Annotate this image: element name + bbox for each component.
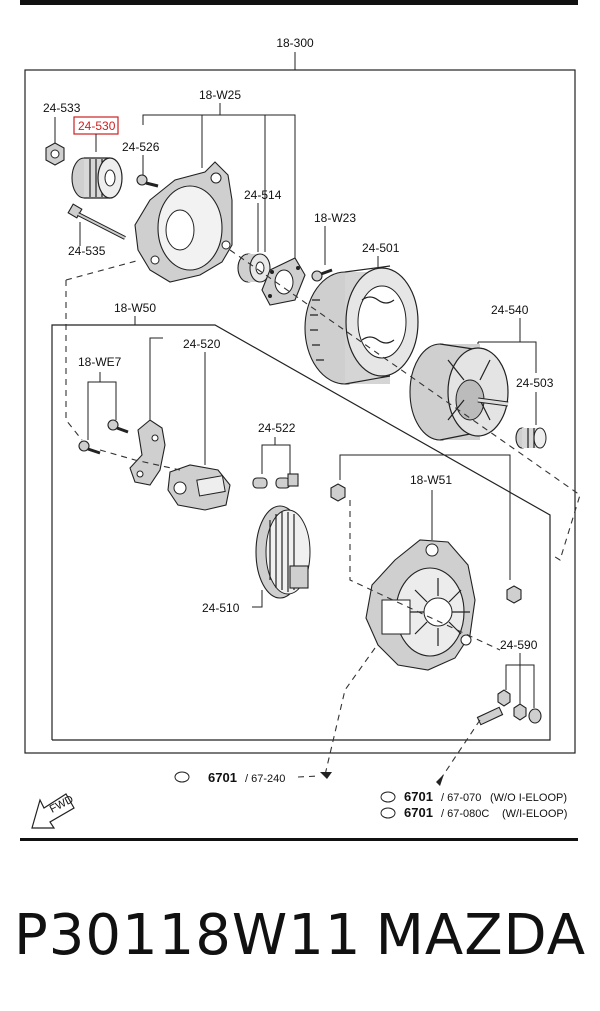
ref-6701-67-240[interactable]: 6701 / 67-240 bbox=[174, 770, 285, 785]
part-front-housing[interactable] bbox=[134, 161, 233, 283]
label-18-we7[interactable]: 18-WE7 bbox=[78, 355, 122, 369]
ref-6701-67-080c[interactable]: 6701 / 67-080C (W/I-ELOOP) bbox=[380, 805, 567, 820]
part-screw-18-we7-a[interactable] bbox=[107, 419, 129, 434]
ref-6701-67-070[interactable]: 6701 / 67-070 (W/O I-ELOOP) bbox=[380, 789, 567, 804]
svg-text:/ 67-080C: / 67-080C bbox=[441, 808, 489, 820]
part-terminal-24-590[interactable] bbox=[476, 689, 542, 726]
svg-text:(W/I-ELOOP): (W/I-ELOOP) bbox=[502, 808, 567, 820]
label-18-300[interactable]: 18-300 bbox=[276, 36, 314, 50]
svg-text:6701: 6701 bbox=[404, 805, 433, 820]
label-18-w25[interactable]: 18-W25 bbox=[199, 88, 241, 102]
label-24-510[interactable]: 24-510 bbox=[202, 601, 240, 615]
part-nut-18-w51-a[interactable] bbox=[330, 483, 346, 502]
fwd-arrow-icon: FWD bbox=[31, 793, 76, 829]
label-18-w50[interactable]: 18-W50 bbox=[114, 301, 156, 315]
label-18-w23[interactable]: 18-W23 bbox=[314, 211, 356, 225]
part-rear-housing[interactable] bbox=[365, 539, 476, 671]
label-24-540[interactable]: 24-540 bbox=[491, 303, 529, 317]
label-24-533[interactable]: 24-533 bbox=[43, 101, 81, 115]
bottom-rule bbox=[20, 838, 578, 841]
svg-text:6701: 6701 bbox=[404, 789, 433, 804]
label-24-530[interactable]: 24-530 bbox=[78, 119, 116, 133]
part-brushes-24-522[interactable] bbox=[252, 473, 299, 489]
part-screw-24-526[interactable] bbox=[136, 174, 159, 188]
svg-text:(W/O I-ELOOP): (W/O I-ELOOP) bbox=[490, 792, 567, 804]
part-rotor-24-540[interactable] bbox=[409, 343, 509, 441]
part-bearing-24-503[interactable] bbox=[515, 427, 547, 449]
dashed-ref-lower bbox=[349, 500, 501, 651]
part-pulley-24-530[interactable] bbox=[71, 157, 123, 199]
part-bolt-24-535[interactable] bbox=[67, 203, 126, 240]
caption-bar: P30118W11 MAZDA bbox=[0, 890, 600, 980]
label-24-526[interactable]: 24-526 bbox=[122, 140, 160, 154]
part-bearing-24-514[interactable] bbox=[237, 253, 271, 283]
label-24-501[interactable]: 24-501 bbox=[362, 241, 400, 255]
part-regulator-bracket[interactable] bbox=[129, 419, 166, 486]
dashed-ref-left bbox=[65, 280, 83, 441]
part-brush-holder-24-520[interactable] bbox=[167, 464, 231, 511]
part-retainer-plate[interactable] bbox=[261, 257, 306, 306]
part-screw-18-w23[interactable] bbox=[311, 268, 333, 282]
label-24-520[interactable]: 24-520 bbox=[183, 337, 221, 351]
label-18-w51[interactable]: 18-W51 bbox=[410, 473, 452, 487]
assembly-frame bbox=[24, 69, 576, 754]
part-rectifier-24-510[interactable] bbox=[255, 505, 311, 599]
part-screw-18-we7-b[interactable] bbox=[78, 440, 101, 455]
part-stator-24-501[interactable] bbox=[304, 265, 419, 385]
label-24-535[interactable]: 24-535 bbox=[68, 244, 106, 258]
dashed-ref-right bbox=[229, 249, 581, 561]
part-number-text: P30118W11 bbox=[14, 902, 362, 968]
brand-text: MAZDA bbox=[375, 902, 586, 968]
svg-text:/ 67-240: / 67-240 bbox=[245, 773, 285, 785]
part-nut-18-w51-b[interactable] bbox=[506, 585, 522, 604]
svg-text:6701: 6701 bbox=[208, 770, 237, 785]
top-rule bbox=[20, 0, 578, 5]
label-24-522[interactable]: 24-522 bbox=[258, 421, 296, 435]
svg-text:/ 67-070: / 67-070 bbox=[441, 792, 481, 804]
label-24-590[interactable]: 24-590 bbox=[500, 638, 538, 652]
label-24-514[interactable]: 24-514 bbox=[244, 188, 282, 202]
label-24-503[interactable]: 24-503 bbox=[516, 376, 554, 390]
